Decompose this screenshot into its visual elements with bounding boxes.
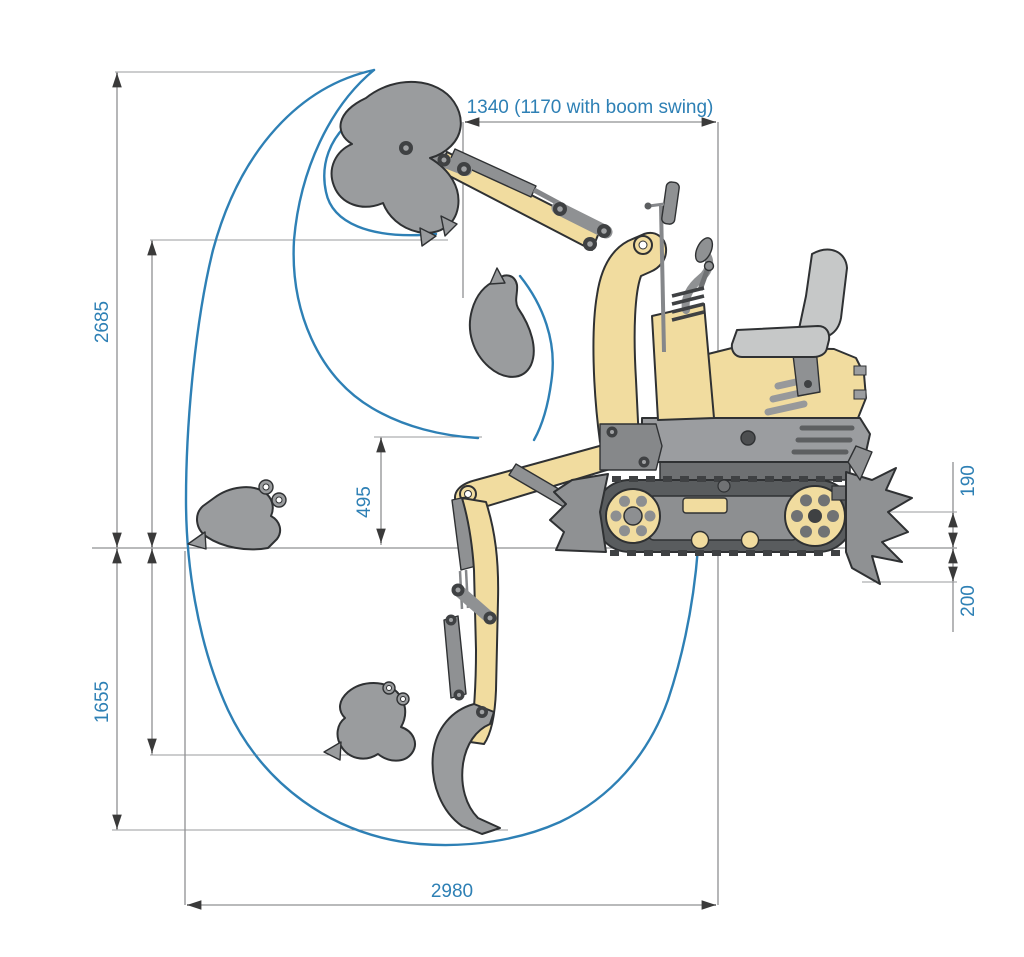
seat-cushion xyxy=(730,325,831,358)
track-roller xyxy=(690,530,710,550)
aux-lever xyxy=(697,267,711,291)
bucket-linkage-lowered xyxy=(452,584,496,624)
seat-back xyxy=(798,248,848,339)
bucket-positions xyxy=(187,267,535,762)
dim-label-blade-below: 200 xyxy=(958,585,979,617)
joystick-grip xyxy=(694,237,714,263)
boom-raised-position xyxy=(330,80,668,443)
dim-label-max-height: 2685 xyxy=(92,301,113,343)
dim-label-boom-foot: 495 xyxy=(354,486,375,518)
bucket-cylinder-lowered xyxy=(443,615,467,699)
bucket-curl-arc-top xyxy=(323,118,438,237)
engine-vent xyxy=(764,400,808,416)
frame-tank xyxy=(682,497,728,514)
deck-bolt xyxy=(740,430,756,446)
dim-label-max-reach: 2980 xyxy=(431,881,473,902)
deck-fin xyxy=(847,445,873,481)
dimension-arrows xyxy=(112,73,958,910)
handle-rod xyxy=(659,205,666,353)
envelope-outer-curve xyxy=(184,68,700,847)
dim-label-max-depth: 1655 xyxy=(92,681,113,723)
working-envelope xyxy=(184,68,700,847)
dozer-blade-left xyxy=(549,473,609,553)
bucket-curl-arc-mid xyxy=(518,274,554,442)
excavator xyxy=(187,80,913,835)
envelope-inner-curve xyxy=(292,68,480,440)
bucket-mid-curl-position xyxy=(468,274,535,378)
bucket-cylinder-raised xyxy=(449,148,537,198)
upper-structure xyxy=(599,181,873,481)
boom-raised xyxy=(592,232,668,443)
dozer-blade-right xyxy=(845,467,913,585)
top-roller xyxy=(717,479,731,493)
undercarriage xyxy=(593,459,855,556)
handle-paddle xyxy=(661,181,680,225)
bucket-bottom-position xyxy=(431,703,501,835)
console xyxy=(651,303,715,421)
arm-lowered xyxy=(461,497,500,745)
track-roller xyxy=(740,530,760,550)
dim-label-blade-above: 190 xyxy=(958,465,979,497)
dim-label-front-swing: 1340 (1170 with boom swing) xyxy=(467,97,714,118)
bucket-max-reach-position xyxy=(196,486,282,551)
arm-raised xyxy=(437,151,601,251)
